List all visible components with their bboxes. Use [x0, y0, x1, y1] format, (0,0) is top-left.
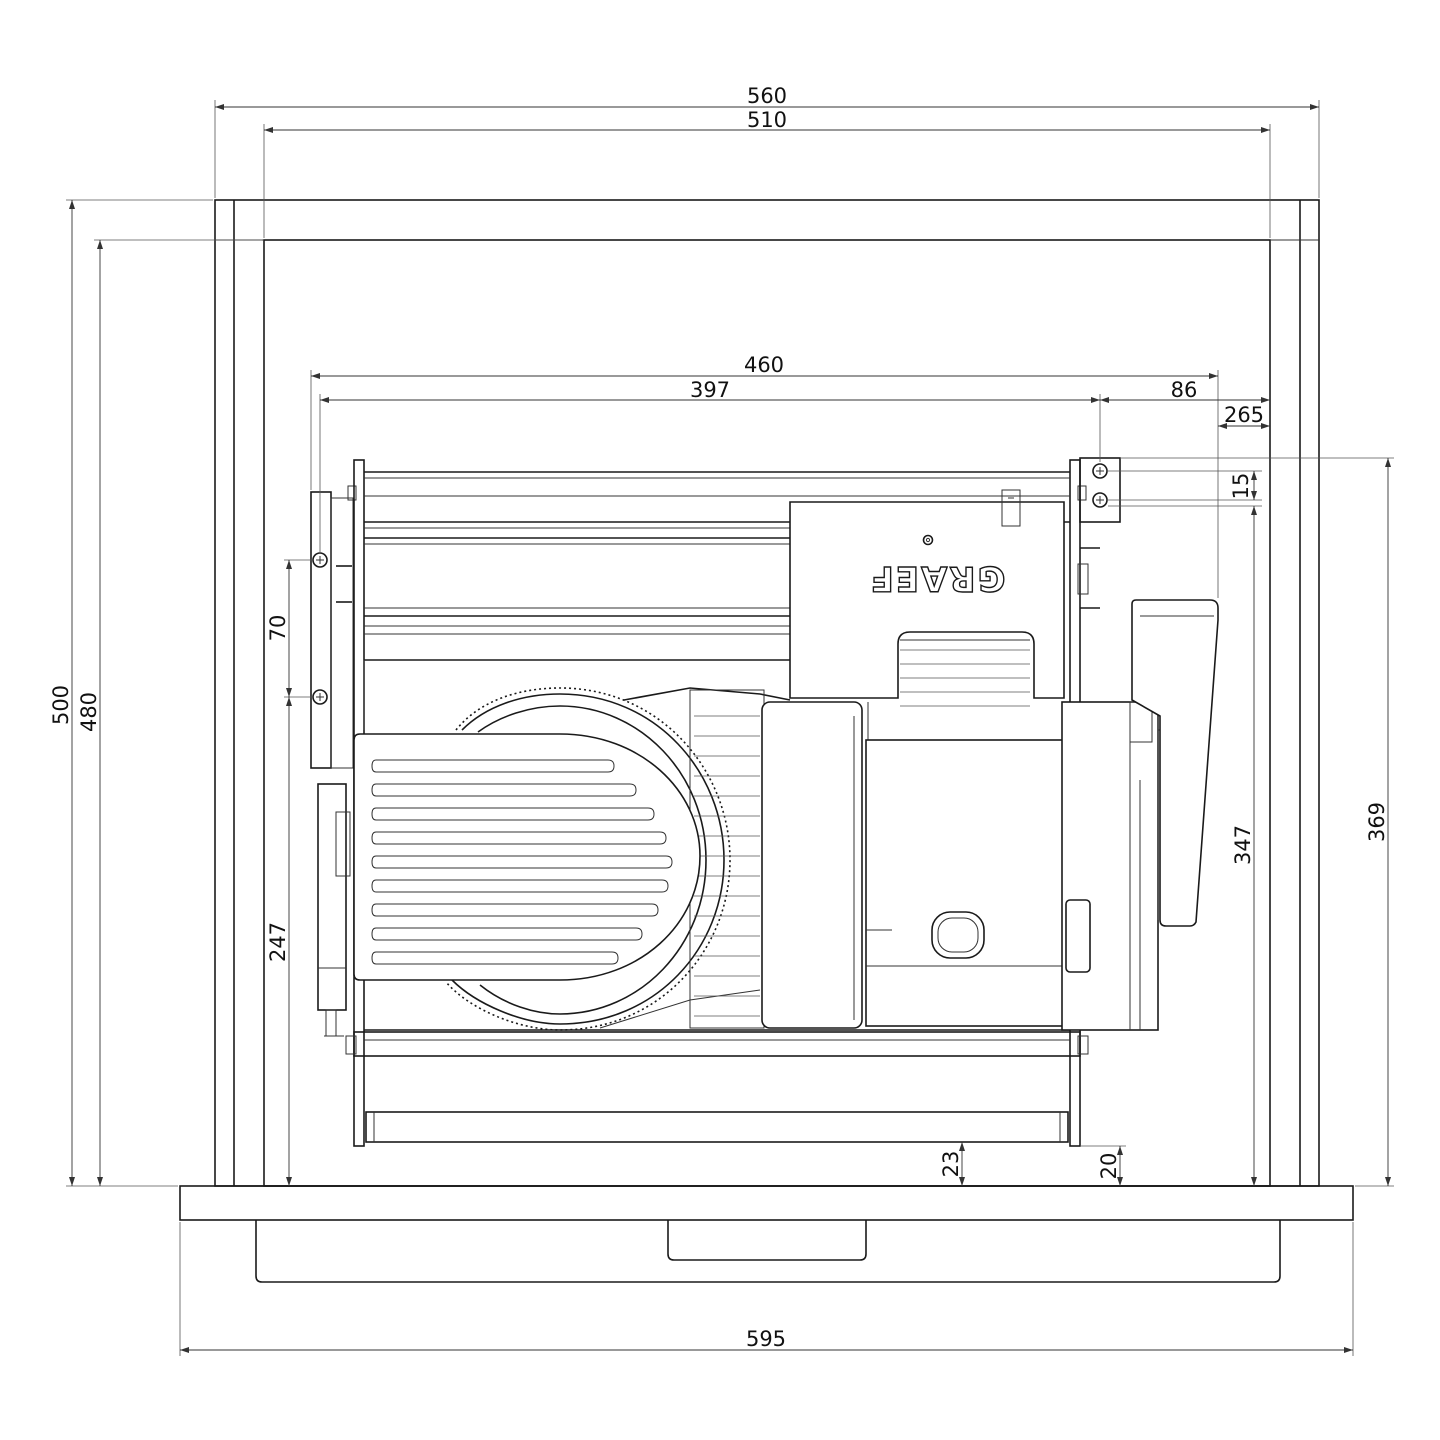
dimension-510: 510 [747, 108, 787, 132]
drawer-front [179, 1185, 1354, 1283]
dimension-247: 247 [266, 922, 290, 962]
dimension-265: 265 [1224, 403, 1264, 427]
screw-icon [1092, 463, 1108, 479]
dimension-560: 560 [747, 84, 787, 108]
right-mounting-bracket [1077, 457, 1121, 609]
brand-logo: GRAEF [869, 558, 1006, 598]
dimension-15: 15 [1229, 473, 1253, 500]
dimension-397: 397 [690, 378, 730, 402]
dimension-86: 86 [1171, 378, 1198, 402]
carriage-plate [623, 687, 791, 1029]
slicer-machine: GRAEF [310, 457, 1219, 1147]
screw-icon [312, 552, 328, 568]
thickness-guard [761, 701, 863, 1029]
carriage-handle [317, 783, 351, 1037]
dimension-347: 347 [1231, 825, 1255, 865]
dimension-23: 23 [939, 1151, 963, 1178]
motor-housing: GRAEF [789, 489, 1065, 741]
thickness-knob [1131, 599, 1219, 927]
dimension-460: 460 [744, 353, 784, 377]
drive-unit [1061, 701, 1169, 1031]
dimension-20: 20 [1097, 1153, 1121, 1180]
motor-body [865, 739, 1065, 1027]
dimension-lines: 560 510 460 397 86 265 15 70 [49, 84, 1394, 1356]
dimension-70: 70 [266, 615, 290, 642]
dimension-595: 595 [746, 1327, 786, 1351]
dimension-369: 369 [1365, 802, 1389, 842]
dimension-500: 500 [49, 685, 73, 725]
dimension-480: 480 [77, 692, 101, 732]
screw-icon [312, 689, 328, 705]
left-mounting-bracket [310, 485, 357, 769]
drawer-handle-recess [667, 1220, 867, 1261]
food-carriage [353, 733, 701, 981]
screw-icon [1092, 492, 1108, 508]
